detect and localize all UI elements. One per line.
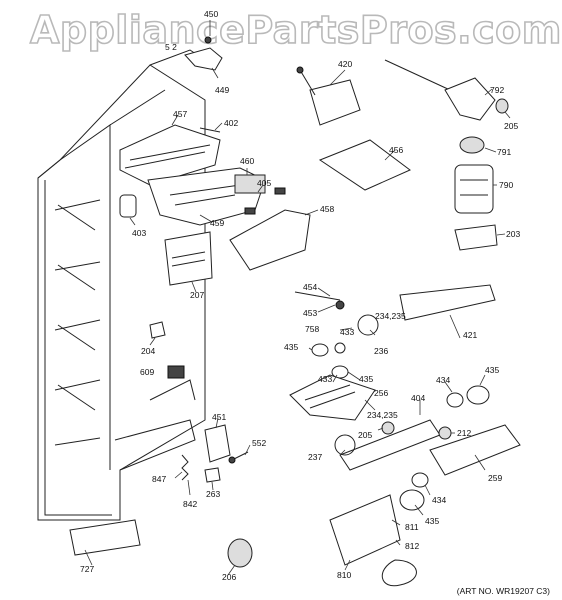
part-434-socket[interactable]	[446, 392, 464, 408]
label-791: 791	[497, 147, 511, 157]
label-812: 812	[405, 541, 419, 551]
label-405: 405	[257, 178, 271, 188]
part-405-b[interactable]	[244, 207, 256, 215]
label-435-c: 435	[485, 365, 499, 375]
part-259-cover[interactable]	[429, 424, 521, 476]
label-433-b: 433	[318, 374, 332, 384]
part-454-tube[interactable]	[294, 291, 341, 301]
watermark: AppliancePartsPros.com	[29, 7, 562, 53]
label-421: 421	[463, 330, 477, 340]
label-263: 263	[206, 489, 220, 499]
label-206: 206	[222, 572, 236, 582]
part-263[interactable]	[204, 467, 221, 483]
part-403[interactable]	[119, 194, 137, 218]
label-212: 212	[457, 428, 471, 438]
leader-lines	[84, 20, 511, 576]
label-552: 552	[252, 438, 266, 448]
label-205-top: 205	[504, 121, 518, 131]
label-458: 458	[320, 204, 334, 214]
label-402: 402	[224, 118, 238, 128]
label-433-a: 433	[340, 327, 354, 337]
label-420: 420	[338, 59, 352, 69]
part-203[interactable]	[454, 224, 498, 251]
label-456: 456	[389, 145, 403, 155]
label-234-235-b: 234,235	[367, 410, 398, 420]
part-434-socket-2[interactable]	[411, 472, 429, 488]
part-458-cover[interactable]	[229, 209, 311, 271]
label-404: 404	[411, 393, 425, 403]
label-453: 453	[303, 308, 317, 318]
part-847-spring[interactable]	[181, 454, 189, 481]
part-449-bracket[interactable]	[184, 36, 223, 71]
label-811: 811	[405, 522, 419, 532]
part-207-panel[interactable]	[164, 231, 213, 286]
part-420-motor[interactable]	[296, 66, 361, 126]
part-609[interactable]	[167, 365, 185, 379]
part-790-filter[interactable]	[454, 164, 494, 214]
part-204[interactable]	[149, 321, 166, 339]
part-206[interactable]	[227, 538, 253, 568]
label-207: 207	[190, 290, 204, 300]
label-727: 727	[80, 564, 94, 574]
label-847: 847	[152, 474, 166, 484]
part-205-lower[interactable]	[381, 421, 395, 435]
label-758: 758	[305, 324, 319, 334]
label-842: 842	[183, 499, 197, 509]
art-number: (ART NO. WR19207 C3)	[456, 586, 550, 596]
label-434-a: 434	[436, 375, 450, 385]
label-204: 204	[141, 346, 155, 356]
part-435-bulb-4[interactable]	[399, 489, 425, 511]
part-435-bulb-3[interactable]	[466, 385, 490, 405]
label-52: 5 2	[165, 42, 177, 52]
label-450: 450	[204, 9, 218, 19]
part-212[interactable]	[438, 426, 452, 440]
part-457-duct[interactable]	[119, 124, 221, 186]
label-203: 203	[506, 229, 520, 239]
label-237: 237	[308, 452, 322, 462]
part-236-ring[interactable]	[357, 314, 379, 336]
label-609: 609	[140, 367, 154, 377]
part-810-harness[interactable]	[329, 494, 417, 587]
label-434-b: 434	[432, 495, 446, 505]
label-457: 457	[173, 109, 187, 119]
label-451: 451	[212, 412, 226, 422]
label-259: 259	[488, 473, 502, 483]
label-454: 454	[303, 282, 317, 292]
label-234-235-a: 234,235	[375, 311, 406, 321]
part-727-panel[interactable]	[69, 519, 141, 556]
part-435-bulb[interactable]	[311, 343, 329, 357]
part-791[interactable]	[459, 136, 485, 154]
label-790: 790	[499, 180, 513, 190]
label-459: 459	[210, 218, 224, 228]
part-459-damper[interactable]	[147, 167, 266, 226]
label-435-a: 435	[284, 342, 298, 352]
label-435-d: 435	[425, 516, 439, 526]
label-403: 403	[132, 228, 146, 238]
part-256-shelf[interactable]	[289, 374, 376, 421]
label-810: 810	[337, 570, 351, 580]
part-792-bracket[interactable]	[384, 59, 496, 121]
label-205-lower: 205	[358, 430, 372, 440]
part-402-rod[interactable]	[199, 127, 221, 133]
part-421-housing[interactable]	[399, 284, 496, 321]
cabinet-liner	[37, 49, 206, 521]
label-449: 449	[215, 85, 229, 95]
label-435-b: 435	[359, 374, 373, 384]
part-451-hinge[interactable]	[204, 424, 231, 463]
label-792: 792	[490, 85, 504, 95]
label-256: 256	[374, 388, 388, 398]
label-460: 460	[240, 156, 254, 166]
part-456-cover[interactable]	[318, 139, 411, 191]
part-205-top[interactable]	[495, 98, 509, 114]
part-433-socket[interactable]	[334, 342, 346, 354]
part-405-a[interactable]	[274, 187, 286, 195]
label-236: 236	[374, 346, 388, 356]
